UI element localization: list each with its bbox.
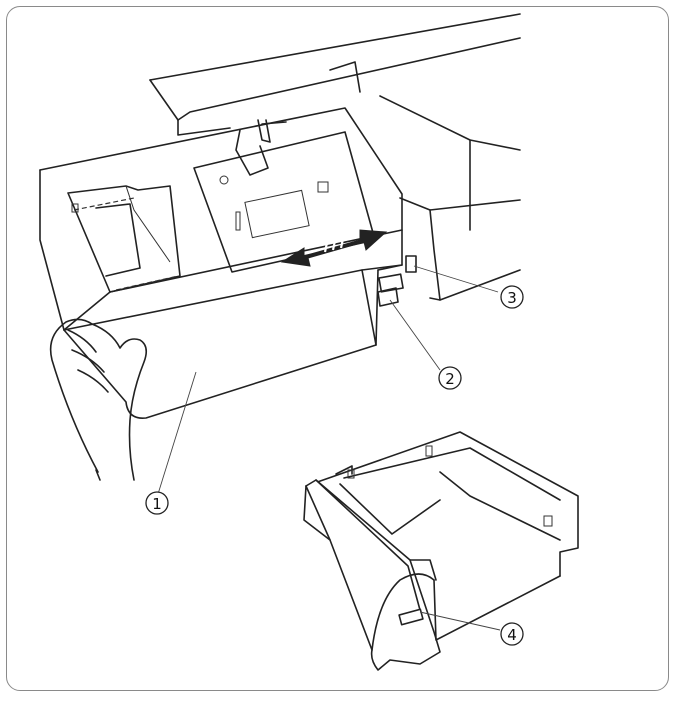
extension-table	[63, 229, 403, 419]
storage-compartment	[67, 185, 181, 293]
slide-direction-arrow	[280, 229, 388, 267]
machine-body	[379, 95, 521, 301]
callout-3: 3	[500, 285, 524, 309]
callout-1-label: 1	[152, 495, 162, 513]
leader-line-1	[157, 371, 197, 495]
leader-line-4	[419, 611, 501, 631]
detached-accessory-box	[303, 431, 579, 671]
callout-4-label: 4	[507, 626, 517, 644]
needle-plate	[193, 131, 376, 273]
latch-detail	[377, 255, 417, 307]
leader-line-3	[413, 265, 499, 293]
callout-3-label: 3	[507, 289, 517, 307]
hand	[49, 318, 148, 481]
figure-frame	[6, 6, 669, 691]
callout-2: 2	[438, 366, 462, 390]
machine-arm	[149, 13, 521, 136]
callout-4: 4	[500, 622, 524, 646]
leader-line-2	[389, 299, 441, 371]
callout-2-label: 2	[445, 370, 455, 388]
callout-1: 1	[145, 491, 169, 515]
